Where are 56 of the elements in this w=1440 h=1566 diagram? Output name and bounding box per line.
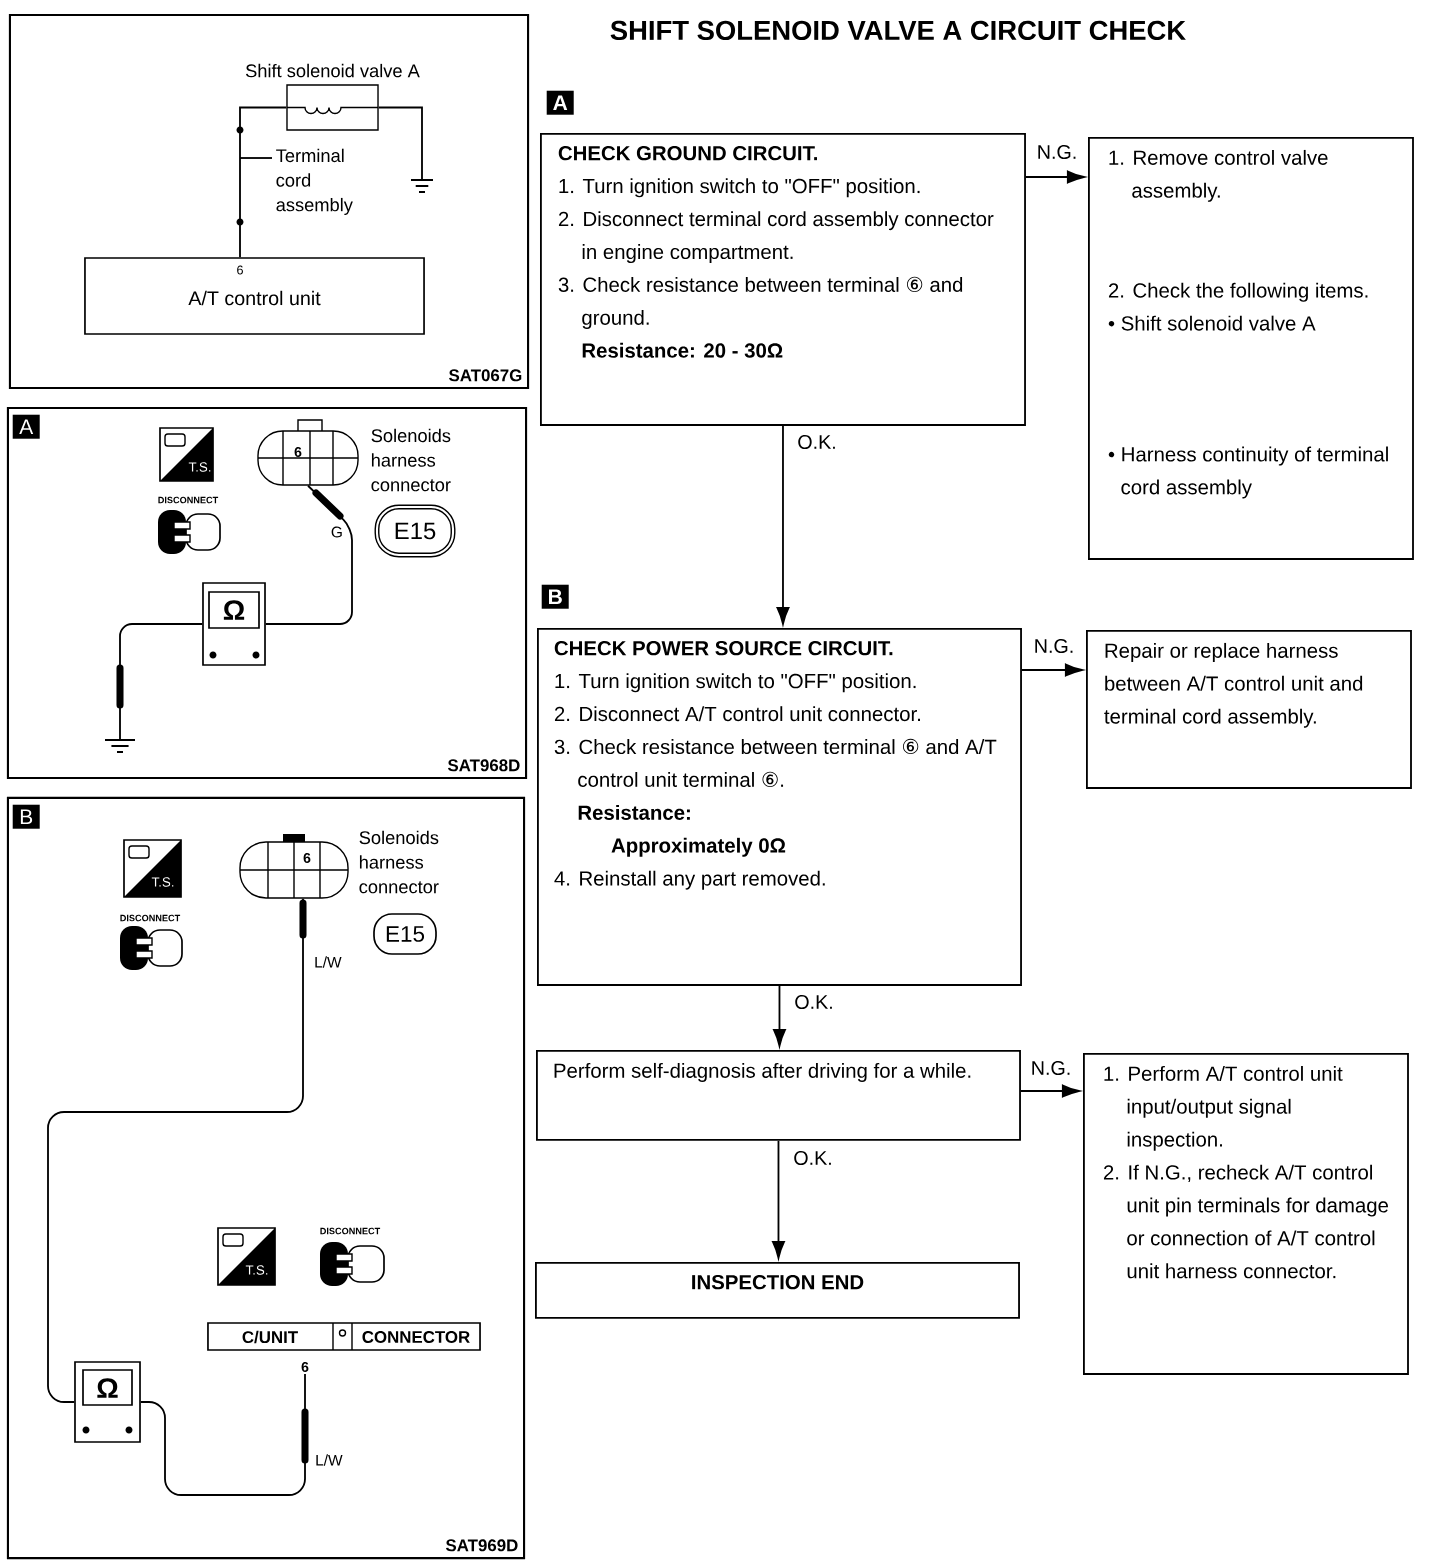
wire xyxy=(377,106,423,181)
letter-badge: A xyxy=(546,90,574,115)
wire xyxy=(119,623,204,741)
arrow xyxy=(1021,663,1083,677)
leader-line xyxy=(239,157,273,159)
ground-symbol xyxy=(104,739,136,753)
edge-label: G xyxy=(329,525,345,539)
ohm-symbol: Ω xyxy=(223,600,245,620)
connector-label: Solenoids harness connector xyxy=(359,830,439,894)
connector-code-badge: E15 xyxy=(374,504,456,558)
wire xyxy=(264,484,353,625)
figure-code: SAT067G xyxy=(449,369,522,382)
callout-label: Terminal cord assembly xyxy=(276,148,353,215)
edge-label: L/W xyxy=(312,954,343,970)
icon-label: DISCONNECT xyxy=(320,1227,381,1235)
process-box: CHECK POWER SOURCE CIRCUIT. 1. Turn ignition switch to "OFF" position. 2. Disconnect A/T control unit connector. 3. Check resistance between terminal ⑥ and A/T control unit terminal ⑥. Resistance: Approximately 0Ω 4. Reinstall any part removed. xyxy=(537,628,1022,986)
icon-label: DISCONNECT xyxy=(158,496,219,504)
wire xyxy=(239,106,288,259)
connector-label: C/UNIT xyxy=(242,1330,298,1344)
icon-label: DISCONNECT xyxy=(120,914,181,922)
figure-code: SAT968D xyxy=(447,759,520,772)
end-box: INSPECTION END xyxy=(535,1262,1020,1319)
edge-label: N.G. xyxy=(1035,143,1079,161)
letter-badge: A xyxy=(12,414,40,439)
icon-label: T.S. xyxy=(245,1265,268,1275)
process-box: Perform self-diagnosis after driving for a while. xyxy=(536,1050,1021,1141)
result-box: 1. Remove control valve assembly. 2. Check the following items. • Shift solenoid valve A • Harness continuity of terminal cord assembly xyxy=(1088,137,1414,560)
arrow xyxy=(1020,1084,1080,1098)
arrow xyxy=(776,425,790,625)
pin-number: 6 xyxy=(237,265,243,275)
arrow xyxy=(1025,170,1085,184)
unit-label: A/T control unit xyxy=(188,290,321,306)
edge-label: N.G. xyxy=(1029,1059,1073,1077)
ohm-symbol: Ω xyxy=(97,1378,118,1398)
icon-label: T.S. xyxy=(151,877,174,887)
connector-label: Solenoids harness connector xyxy=(371,428,451,492)
edge-label: O.K. xyxy=(792,993,836,1011)
title: SHIFT SOLENOID VALVE A CIRCUIT CHECK xyxy=(610,20,1186,41)
wire xyxy=(139,1373,306,1496)
result-box: 1. Perform A/T control unit input/output signal inspection. 2. If N.G., recheck A/T control unit pin terminals for damage or connection of A/T control unit harness connector. xyxy=(1083,1053,1409,1375)
edge-label: O.K. xyxy=(791,1149,835,1167)
process-box: CHECK GROUND CIRCUIT. 1. Turn ignition switch to "OFF" position. 2. Disconnect terminal cord assembly connector in engine compartment. 3. Check resistance between terminal ⑥ and ground. Resistance: 20 - 30Ω xyxy=(540,133,1026,426)
component-label: Shift solenoid valve A xyxy=(245,63,420,78)
icon-label: T.S. xyxy=(188,462,211,472)
connector-label: CONNECTOR xyxy=(362,1331,470,1343)
result-box: Repair or replace harness between A/T control unit and terminal cord assembly. xyxy=(1086,630,1412,789)
edge-label: O.K. xyxy=(795,433,839,451)
pin-number: 6 xyxy=(301,1362,309,1372)
figure-code: SAT969D xyxy=(445,1539,518,1552)
letter-badge: B xyxy=(541,584,569,609)
edge-label: L/W xyxy=(313,1452,344,1468)
connector-code-badge: E15 xyxy=(373,913,437,955)
ground-symbol xyxy=(410,179,434,193)
edge-label: N.G. xyxy=(1032,637,1076,655)
letter-badge: B xyxy=(12,804,40,829)
wire xyxy=(47,897,304,1403)
